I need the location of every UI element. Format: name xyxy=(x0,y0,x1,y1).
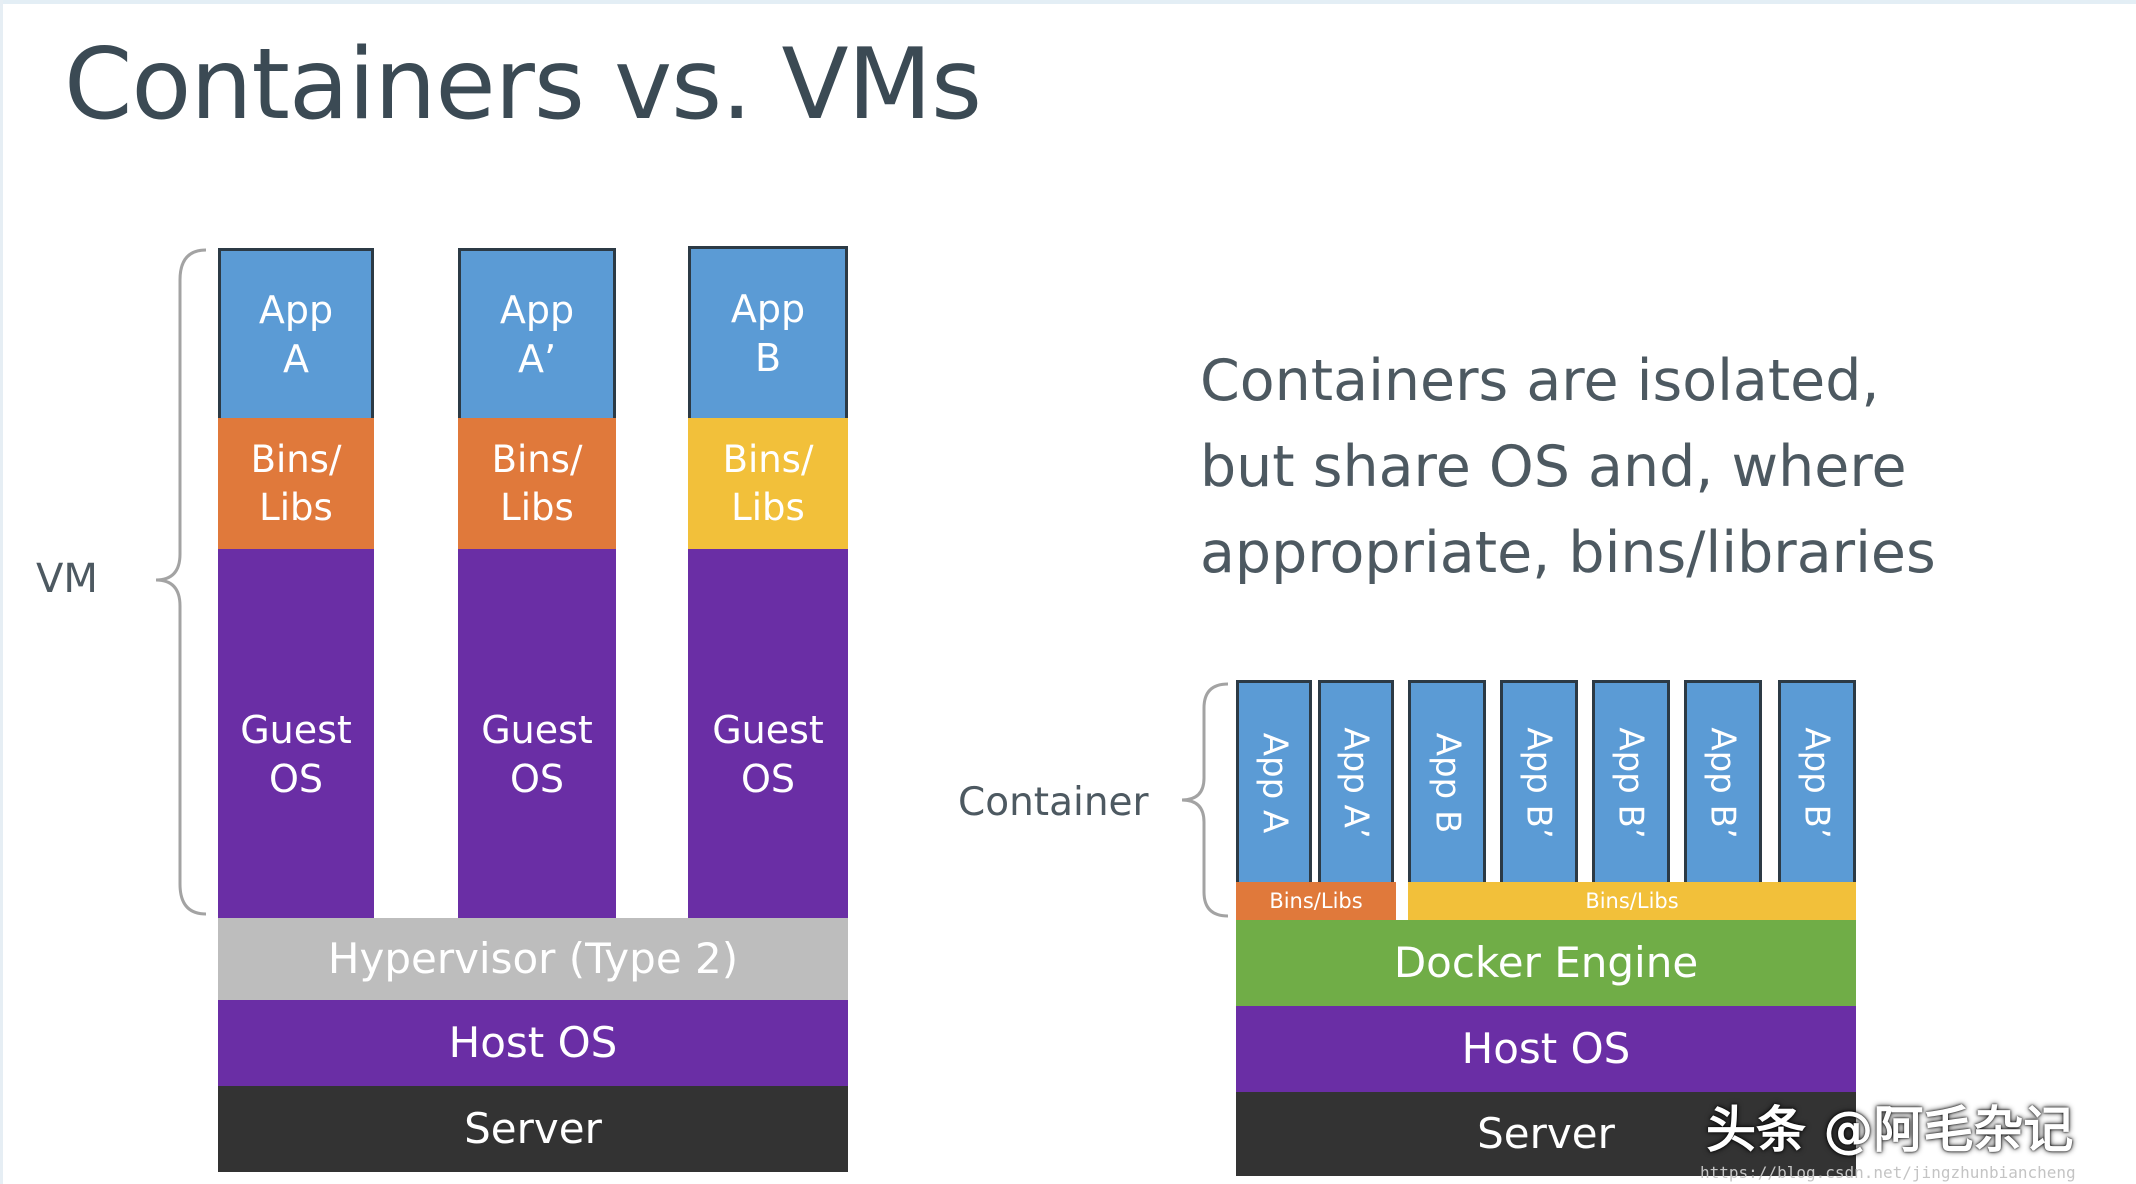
container-app-b-prime: App B’ xyxy=(1500,680,1578,882)
slide-title: Containers vs. VMs xyxy=(64,28,982,142)
container-brace xyxy=(1181,682,1229,918)
container-app-a-prime: App A’ xyxy=(1318,680,1394,882)
top-rule xyxy=(0,0,2136,4)
container-bins-libs-right: Bins/Libs xyxy=(1408,882,1856,920)
vm-guest-os: Guest OS xyxy=(458,549,616,918)
left-rule xyxy=(0,0,3,1184)
container-app-b: App B xyxy=(1408,680,1486,882)
vm-app-a: App A xyxy=(218,248,374,418)
container-label: Container xyxy=(958,780,1149,825)
container-bins-libs-left: Bins/Libs xyxy=(1236,882,1396,920)
vm-app-a-prime: App A’ xyxy=(458,248,616,418)
docker-engine: Docker Engine xyxy=(1236,920,1856,1006)
note-line-3: appropriate, bins/libraries xyxy=(1200,520,1936,586)
vm-server: Server xyxy=(218,1086,848,1172)
vm-label: VM xyxy=(36,556,98,602)
vm-bins-libs: Bins/ Libs xyxy=(218,418,374,549)
source-url: https://blog.csdn.net/jingzhunbiancheng xyxy=(1700,1163,2076,1182)
vm-brace xyxy=(155,248,207,916)
vm-guest-os: Guest OS xyxy=(218,549,374,918)
note-line-1: Containers are isolated, xyxy=(1200,348,1880,414)
container-app-b-prime: App B’ xyxy=(1592,680,1670,882)
vm-guest-os: Guest OS xyxy=(688,549,848,918)
note-line-2: but share OS and, where xyxy=(1200,434,1907,500)
vm-hypervisor: Hypervisor (Type 2) xyxy=(218,918,848,1000)
container-app-b-prime: App B’ xyxy=(1684,680,1762,882)
watermark: 头条 @阿毛杂记 xyxy=(1706,1101,2074,1159)
container-server: Server xyxy=(1236,1092,1856,1176)
vm-bins-libs: Bins/ Libs xyxy=(688,418,848,549)
vm-host-os: Host OS xyxy=(218,1000,848,1086)
comparison-note: Containers are isolated, but share OS an… xyxy=(1200,338,1936,596)
container-app-a: App A xyxy=(1236,680,1312,882)
container-app-b-prime: App B’ xyxy=(1778,680,1856,882)
vm-app-b: App B xyxy=(688,246,848,418)
container-host-os: Host OS xyxy=(1236,1006,1856,1092)
vm-bins-libs: Bins/ Libs xyxy=(458,418,616,549)
